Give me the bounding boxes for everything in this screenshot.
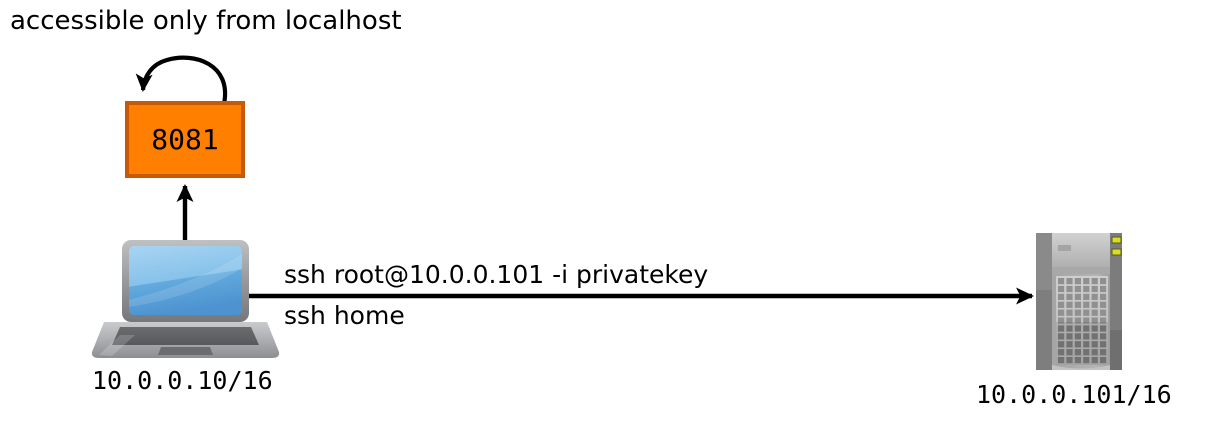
server-vent-cell <box>1083 301 1090 308</box>
server-vent-cell <box>1066 325 1073 332</box>
server-vent-cell <box>1083 349 1090 356</box>
server-vent-cell <box>1100 317 1107 324</box>
port-box <box>125 101 245 178</box>
server-vent-cell <box>1083 309 1090 316</box>
server-vent-cell <box>1083 293 1090 300</box>
ssh-command-label: ssh root@10.0.0.101 -i privatekey <box>284 260 709 289</box>
port-box-label: 8081 <box>151 122 219 156</box>
server-vent-cell <box>1074 357 1081 364</box>
server-vent-cell <box>1074 341 1081 348</box>
server-vent-cell <box>1100 357 1107 364</box>
server-vent-cell <box>1091 309 1098 316</box>
server-vent-cell <box>1066 278 1073 285</box>
server-vent-cell <box>1091 317 1098 324</box>
server-vent-cell <box>1074 293 1081 300</box>
server-tower-icon <box>1036 233 1122 370</box>
server-vent-cell <box>1091 278 1098 285</box>
server-vent-cell <box>1100 293 1107 300</box>
server-vent-cell <box>1083 317 1090 324</box>
server-vent-cell <box>1091 285 1098 293</box>
laptop-icon <box>91 240 280 358</box>
server-vent-cell <box>1091 357 1098 364</box>
server-vent-cell <box>1091 301 1098 308</box>
server-ip-label: 10.0.0.101/16 <box>976 380 1172 409</box>
server-vent-cell <box>1058 293 1065 300</box>
server-vent-cell <box>1058 309 1065 316</box>
server-vent-cell <box>1058 333 1065 340</box>
server-vent-cell <box>1058 357 1065 364</box>
server-vent-cell <box>1091 333 1098 340</box>
server-vent-cell <box>1066 333 1073 340</box>
title-annotation: accessible only from localhost <box>10 6 402 36</box>
server-vent-cell <box>1074 278 1081 285</box>
server-vent-cell <box>1066 293 1073 300</box>
server-vent-cell <box>1074 333 1081 340</box>
server-vent-cell <box>1058 285 1065 293</box>
server-vent-cell <box>1058 317 1065 324</box>
server-led-icon <box>1111 236 1122 244</box>
server-vent-cell <box>1058 349 1065 356</box>
server-vent-cell <box>1058 325 1065 332</box>
server-vent-cell <box>1100 285 1107 293</box>
server-vent-cell <box>1074 301 1081 308</box>
server-vent-cell <box>1074 285 1081 293</box>
server-vent-cell <box>1066 357 1073 364</box>
server-vent-cell <box>1066 301 1073 308</box>
server-vent-cell <box>1066 285 1073 293</box>
server-vent-cell <box>1058 278 1065 285</box>
server-vent-cell <box>1100 301 1107 308</box>
server-vent-cell <box>1058 341 1065 348</box>
ssh-alias-label: ssh home <box>284 301 405 330</box>
server-vent-cell <box>1083 357 1090 364</box>
server-vent-cell <box>1091 341 1098 348</box>
server-vent-cell <box>1100 333 1107 340</box>
server-vent-cell <box>1100 309 1107 316</box>
server-vent-cell <box>1083 285 1090 293</box>
server-vent-cell <box>1083 333 1090 340</box>
server-vent-cell <box>1066 349 1073 356</box>
laptop-ip-label: 10.0.0.10/16 <box>92 366 273 395</box>
server-vent-cell <box>1074 317 1081 324</box>
server-vent-cell <box>1100 341 1107 348</box>
server-vent-cell <box>1091 293 1098 300</box>
server-vent-cell <box>1083 341 1090 348</box>
server-vent-cell <box>1074 349 1081 356</box>
server-vent-cell <box>1074 325 1081 332</box>
server-led-icon <box>1111 248 1122 256</box>
server-vent-cell <box>1100 349 1107 356</box>
server-vent-cell <box>1083 325 1090 332</box>
server-vent-cell <box>1100 325 1107 332</box>
server-vent-cell <box>1066 309 1073 316</box>
self-loop-arrow <box>135 55 228 105</box>
server-vent-cell <box>1074 309 1081 316</box>
server-vent-cell <box>1058 301 1065 308</box>
server-vent-cell <box>1066 341 1073 348</box>
server-vent-cell <box>1091 325 1098 332</box>
server-vent-cell <box>1100 278 1107 285</box>
server-vent-cell <box>1066 317 1073 324</box>
server-vent-cell <box>1091 349 1098 356</box>
server-vent-cell <box>1083 278 1090 285</box>
